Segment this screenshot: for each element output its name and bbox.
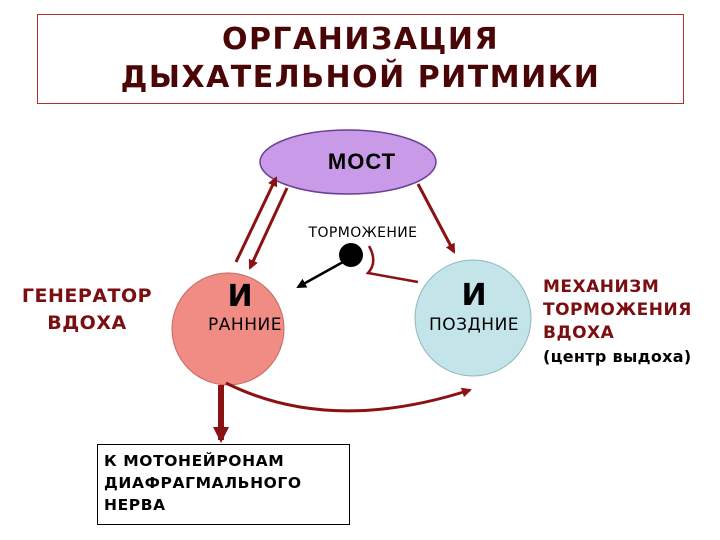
- mechanism-label: МЕХАНИЗМ ТОРМОЖЕНИЯ ВДОХА (центр выдоха): [543, 276, 720, 368]
- pons-label: МОСТ: [328, 149, 396, 174]
- mechanism-line-4: (центр выдоха): [543, 347, 692, 366]
- generator-line-1: ГЕНЕРАТОР: [21, 285, 153, 307]
- late-circle: [414, 259, 532, 377]
- title-line-1: ОРГАНИЗАЦИЯ: [221, 22, 500, 57]
- motor-line-1: К МОТОНЕЙРОНАМ: [104, 452, 285, 470]
- arrow-synapse-to-early: [296, 260, 344, 289]
- late-label: ПОЗДНИЕ: [429, 315, 519, 335]
- motor-line-2: ДИАФРАГМАЛЬНОГО: [104, 474, 302, 492]
- arrow-pons-to-early: [248, 187, 289, 270]
- title-line-2: ДЫХАТЕЛЬНОЙ РИТМИКИ: [120, 60, 601, 95]
- title-box: ОРГАНИЗАЦИЯ ДЫХАТЕЛЬНОЙ РИТМИКИ: [37, 14, 684, 104]
- mechanism-line-1: МЕХАНИЗМ: [543, 277, 660, 297]
- mechanism-line-3: ВДОХА: [543, 323, 615, 343]
- early-letter: И: [227, 279, 252, 314]
- arrow-pons-to-late: [416, 183, 456, 254]
- arrow-early-to-late: [225, 381, 472, 413]
- late-letter: И: [461, 278, 486, 313]
- inhibition-label: ТОРМОЖЕНИЕ: [308, 225, 418, 241]
- generator-label: ГЕНЕРАТОР ВДОХА: [4, 283, 170, 337]
- inhibitory-synapse: [339, 243, 363, 267]
- early-label: РАННИЕ: [208, 315, 282, 335]
- line-late-to-synapse: [365, 245, 419, 284]
- arrow-early-to-pons: [234, 176, 278, 263]
- generator-line-2: ВДОХА: [47, 312, 127, 334]
- mechanism-line-2: ТОРМОЖЕНИЯ: [543, 300, 692, 320]
- motoneuron-box: К МОТОНЕЙРОНАМ ДИАФРАГМАЛЬНОГО НЕРВА: [97, 444, 350, 525]
- motor-line-3: НЕРВА: [104, 496, 166, 514]
- pons-ellipse: [259, 129, 437, 195]
